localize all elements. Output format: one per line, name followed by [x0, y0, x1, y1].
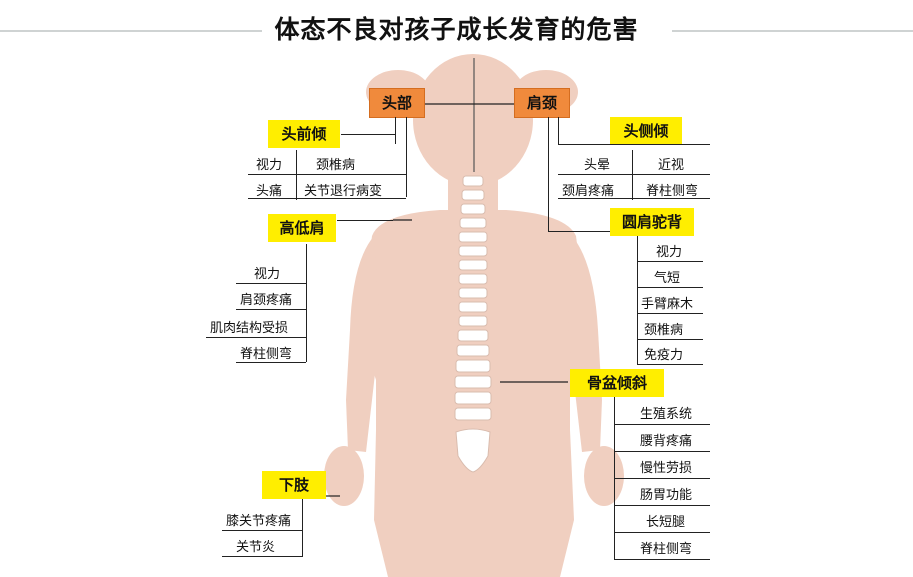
- uneven-shoulders-item: 肌肉结构受损: [210, 321, 289, 336]
- connector: [222, 530, 302, 531]
- title-rule-left: [0, 30, 262, 32]
- round-back-item: 气短: [654, 271, 681, 286]
- uneven-shoulders-item: 视力: [254, 267, 281, 282]
- connector: [236, 309, 306, 310]
- connector: [637, 364, 703, 365]
- diagram-title: 体态不良对孩子成长发育的危害: [274, 15, 639, 44]
- connector: [637, 261, 703, 262]
- pelvic-tilt-item: 脊柱侧弯: [640, 542, 693, 557]
- pelvic-tilt-item: 慢性劳损: [640, 461, 693, 476]
- pelvic-tilt-item: 腰背疼痛: [640, 434, 693, 449]
- uneven-shoulders-box: 高低肩: [268, 214, 336, 242]
- lower-limb-item: 膝关节疼痛: [226, 514, 292, 529]
- forward-head-item: 头痛: [256, 184, 283, 199]
- pelvic-tilt-item: 长短腿: [646, 515, 686, 530]
- connector: [637, 313, 703, 314]
- round-back-item: 颈椎病: [644, 323, 684, 338]
- connector: [614, 505, 710, 506]
- connector: [614, 424, 710, 425]
- round-back-box: 圆肩驼背: [610, 208, 694, 236]
- connector: [222, 556, 302, 557]
- connector: [341, 134, 396, 135]
- connector: [548, 231, 610, 232]
- connector: [614, 478, 710, 479]
- forward-head-box: 头前倾: [268, 120, 340, 148]
- pelvic-tilt-item: 生殖系统: [640, 407, 693, 422]
- connector: [614, 532, 710, 533]
- head-tilt-item: 近视: [658, 158, 685, 173]
- connector: [236, 283, 306, 284]
- connector: [614, 451, 710, 452]
- forward-head-item: 视力: [256, 158, 283, 173]
- connector: [637, 287, 703, 288]
- head-tilt-item: 颈肩疼痛: [562, 184, 615, 199]
- connector: [206, 337, 306, 338]
- head-tilt-box: 头侧倾: [610, 117, 682, 145]
- connector: [395, 117, 396, 144]
- pelvic-tilt-box: 骨盆倾斜: [570, 369, 664, 397]
- neck-box: 肩颈: [514, 88, 570, 118]
- round-back-item: 免疫力: [644, 348, 684, 363]
- connector: [632, 150, 633, 200]
- uneven-shoulders-item: 脊柱侧弯: [240, 347, 293, 362]
- uneven-shoulders-item: 肩颈疼痛: [240, 293, 293, 308]
- connector: [306, 244, 307, 362]
- title-rule-right: [672, 30, 913, 32]
- lower-limb-box: 下肢: [262, 471, 326, 499]
- connector: [558, 144, 710, 145]
- connector: [302, 499, 303, 557]
- connector: [558, 174, 710, 175]
- connector: [248, 174, 406, 175]
- head-box: 头部: [369, 88, 425, 118]
- connector: [337, 220, 393, 221]
- round-back-item: 手臂麻木: [641, 297, 694, 312]
- head-tilt-item: 头晕: [584, 158, 611, 173]
- connector: [558, 117, 559, 144]
- connector: [406, 117, 407, 197]
- forward-head-item: 关节退行病变: [304, 184, 383, 199]
- pelvic-tilt-item: 肠胃功能: [640, 488, 693, 503]
- connector: [614, 559, 710, 560]
- connector: [248, 198, 406, 199]
- lower-limb-item: 关节炎: [236, 540, 276, 555]
- connector: [637, 339, 703, 340]
- connector: [637, 236, 638, 364]
- connector: [296, 150, 297, 200]
- connector: [558, 198, 710, 199]
- connector: [548, 117, 549, 232]
- connector: [236, 362, 306, 363]
- forward-head-item: 颈椎病: [316, 158, 356, 173]
- round-back-item: 视力: [656, 245, 683, 260]
- head-tilt-item: 脊柱侧弯: [646, 184, 699, 199]
